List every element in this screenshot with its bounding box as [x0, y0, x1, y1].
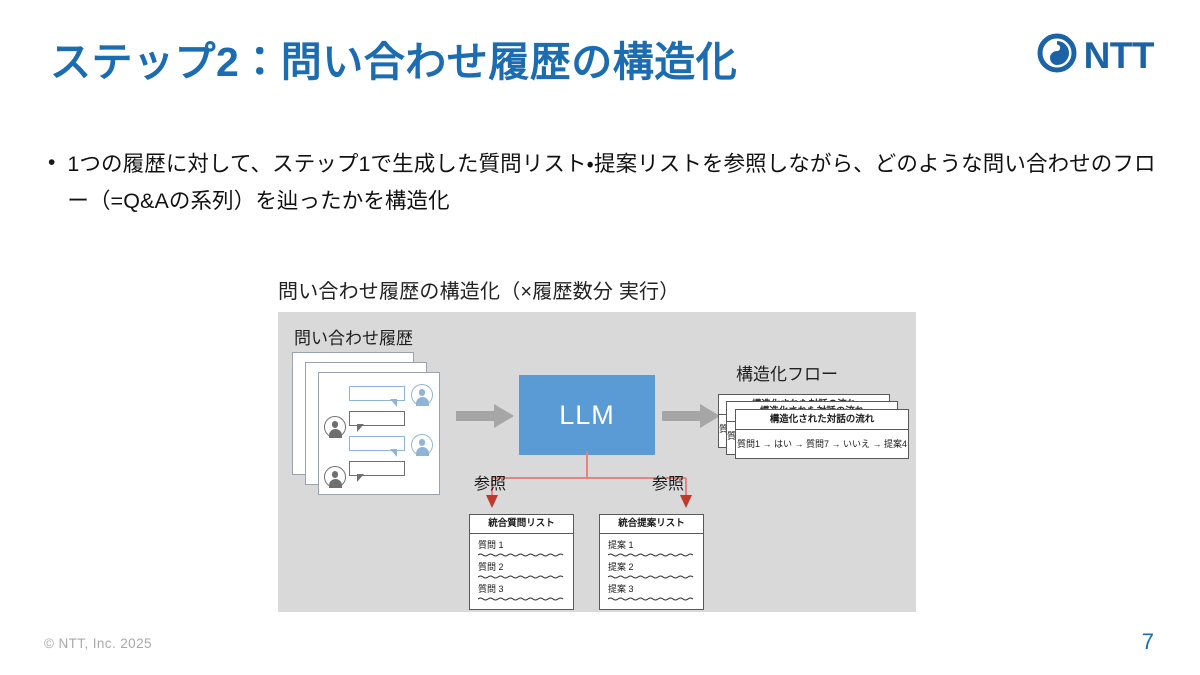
- proposal-list-card: 統合提案リスト 提案 1 提案 2: [599, 514, 704, 610]
- ntt-wordmark: NTT: [1083, 35, 1155, 76]
- figure-caption: 問い合わせ履歴の構造化（×履歴数分 実行）: [278, 281, 680, 303]
- flow-card: 構造化された対話の流れ 質問1 → はい → 質問7 → いいえ → 提案4: [735, 409, 909, 459]
- question-list-card: 統合質問リスト 質問 1 質問 2: [469, 514, 574, 610]
- flow-label: 構造化フロー: [736, 365, 838, 384]
- squiggle-underline: [608, 553, 694, 557]
- arrow-history-to-llm: [456, 404, 514, 428]
- ntt-logo: NTT: [1037, 33, 1155, 78]
- history-label: 問い合わせ履歴: [294, 329, 413, 348]
- chat-bubble-gray: [349, 461, 405, 482]
- flow-card-content: 質問1 → はい → 質問7 → いいえ → 提案4: [736, 439, 908, 449]
- history-card-stack: [292, 352, 452, 497]
- question-list-items: 質問 1 質問 2 質問 3: [470, 534, 573, 601]
- list-item: 提案 2: [608, 562, 695, 579]
- page-title: ステップ2：問い合わせ履歴の構造化: [50, 39, 738, 85]
- squiggle-underline: [478, 597, 564, 601]
- bullet-marker: •: [48, 151, 56, 174]
- reference-label-left: 参照: [474, 476, 507, 493]
- chat-bubble-blue: [349, 386, 405, 407]
- squiggle-underline: [608, 597, 694, 601]
- list-item: 提案 3: [608, 584, 695, 601]
- chat-bubble-blue: [349, 436, 405, 457]
- avatar-blue: [411, 384, 433, 406]
- copyright-text: © NTT, Inc. 2025: [44, 636, 152, 651]
- list-item: 質問 2: [478, 562, 565, 579]
- list-item: 質問 1: [478, 540, 565, 557]
- chat-bubble-gray: [349, 411, 405, 432]
- page-number: 7: [1141, 629, 1154, 654]
- flow-card-title: 構造化された対話の流れ: [736, 410, 908, 430]
- figure: 問い合わせ履歴の構造化（×履歴数分 実行） 問い合わせ履歴 構造化フロー: [278, 275, 916, 612]
- figure-panel: 問い合わせ履歴 構造化フロー: [278, 312, 916, 612]
- avatar-gray: [324, 416, 346, 438]
- avatar-blue: [411, 434, 433, 456]
- llm-box: LLM: [519, 375, 655, 455]
- list-item: 質問 3: [478, 584, 565, 601]
- flow-card-stack: 構造化された対話の流れ 質問1 → はい → 質問7 → いいえ → 提案4 構…: [718, 394, 910, 472]
- list-item: 提案 1: [608, 540, 695, 557]
- history-card: [318, 372, 440, 495]
- bullet-block: • 1つの履歴に対して、ステップ1で生成した質問リスト・提案リストを参照しながら…: [46, 146, 1156, 220]
- bullet-text: 1つの履歴に対して、ステップ1で生成した質問リスト・提案リストを参照しながら、ど…: [67, 152, 1156, 213]
- squiggle-underline: [608, 575, 694, 579]
- proposal-list-items: 提案 1 提案 2 提案 3: [600, 534, 703, 601]
- proposal-list-title: 統合提案リスト: [600, 515, 703, 534]
- reference-label-right: 参照: [652, 476, 685, 493]
- squiggle-underline: [478, 575, 564, 579]
- question-list-title: 統合質問リスト: [470, 515, 573, 534]
- squiggle-underline: [478, 553, 564, 557]
- ntt-swirl-icon: [1037, 33, 1077, 78]
- arrow-llm-to-flow: [662, 404, 720, 428]
- avatar-gray: [324, 466, 346, 488]
